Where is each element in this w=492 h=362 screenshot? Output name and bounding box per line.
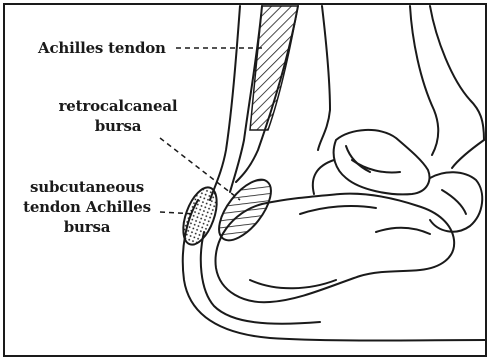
label-subcutaneous-bursa: subcutaneous tendon Achilles bursa: [12, 177, 162, 237]
navicular-detail: [442, 190, 466, 214]
calcaneus-upper: [313, 160, 334, 194]
label-retrocalcaneal-line1: retrocalcaneal: [55, 96, 181, 116]
tibia-shaft: [318, 6, 330, 150]
fibula-shaft: [430, 6, 484, 140]
calcaneus-detail-2: [250, 280, 336, 288]
label-achilles-tendon: Achilles tendon: [38, 38, 166, 58]
label-subcutaneous-line3: bursa: [12, 217, 162, 237]
talus-bone: [334, 130, 430, 194]
calcaneus-detail: [376, 228, 430, 234]
calcaneus-detail-3: [300, 206, 376, 214]
label-retrocalcaneal-bursa: retrocalcaneal bursa: [55, 96, 181, 136]
achilles-tendon-hatched: [250, 6, 298, 130]
label-retrocalcaneal-line2: bursa: [55, 116, 181, 136]
label-subcutaneous-line2: tendon Achilles: [12, 197, 162, 217]
tibia-shaft-right: [410, 6, 438, 155]
label-subcutaneous-line1: subcutaneous: [12, 177, 162, 197]
fibula-lower: [452, 140, 484, 168]
navicular-bone: [430, 172, 482, 231]
